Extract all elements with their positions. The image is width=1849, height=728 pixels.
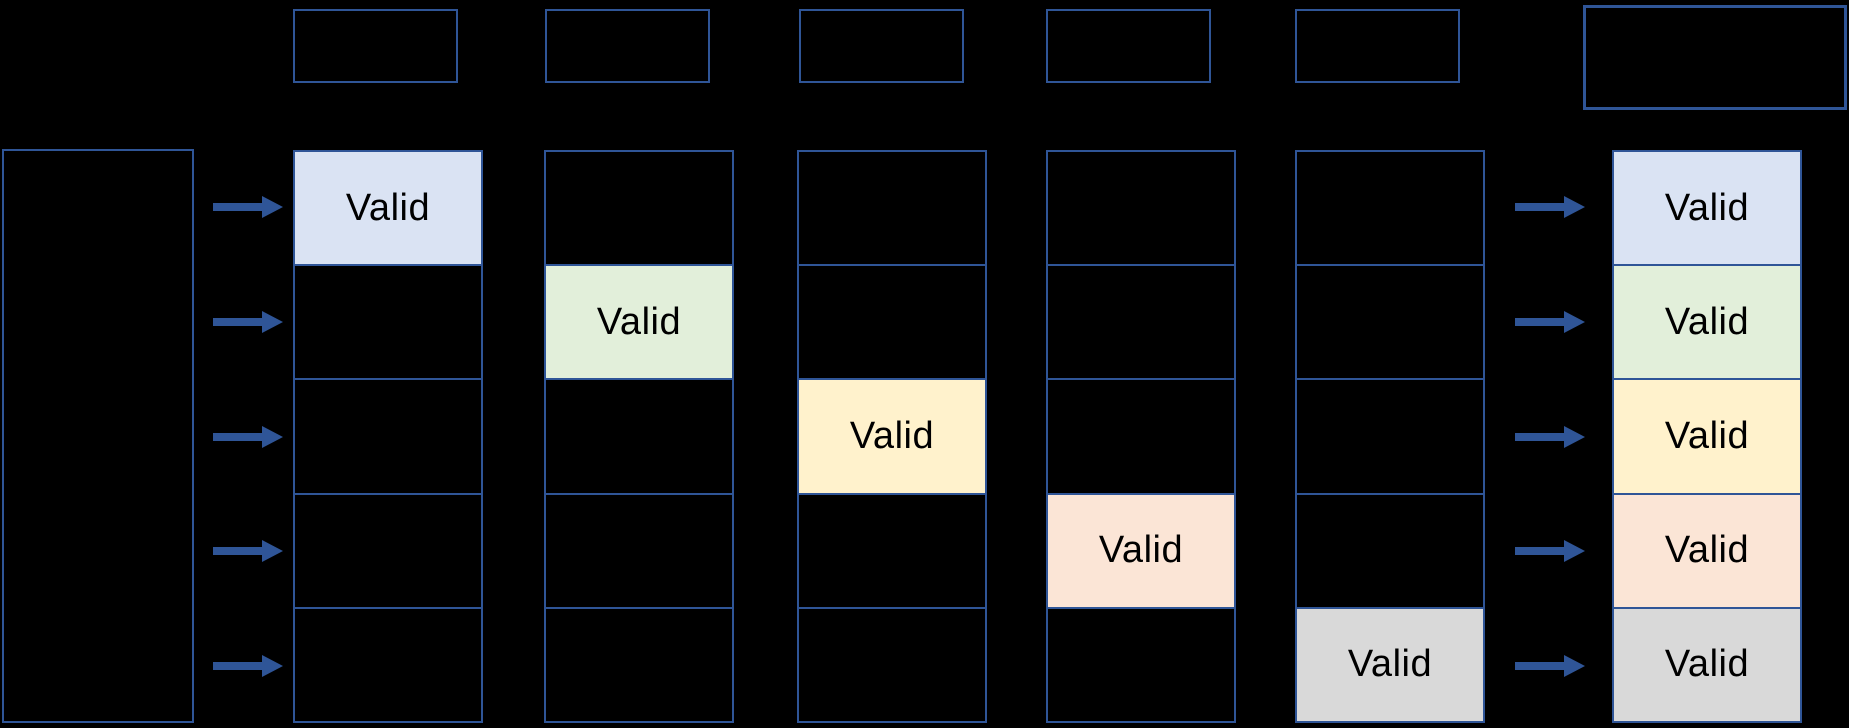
stage-column-4: Valid: [1046, 150, 1236, 723]
stage-1-row-5-cell: [295, 609, 481, 721]
top-label-box-5: [1295, 9, 1460, 83]
result-row-4-cell: Valid: [1614, 494, 1800, 609]
result-row-3-cell: Valid: [1614, 380, 1800, 495]
stage-1-row-2-cell: [295, 266, 481, 381]
valid-label: Valid: [1664, 643, 1750, 686]
valid-label: Valid: [1664, 186, 1750, 229]
stage-1-row-4-cell: [295, 495, 481, 609]
result-row-2-cell: Valid: [1614, 266, 1800, 381]
arrow-right-icon: [1514, 653, 1586, 679]
arrow-right-icon: [1514, 424, 1586, 450]
top-label-box-1: [293, 9, 458, 83]
stage-4-row-1-cell: [1048, 152, 1234, 267]
stage-3-row-1-cell: [799, 152, 985, 267]
arrow-right-icon: [212, 194, 284, 220]
valid-label: Valid: [1664, 415, 1750, 457]
valid-label: Valid: [345, 186, 431, 229]
arrow-right-icon: [1514, 309, 1586, 335]
stage-3-row-5-cell: [799, 609, 985, 721]
valid-label: Valid: [1664, 300, 1750, 343]
arrow-right-icon: [212, 653, 284, 679]
stage-2-row-1-cell: [546, 152, 732, 267]
arrow-right-icon: [212, 538, 284, 564]
stage-5-row-5-cell: Valid: [1297, 608, 1483, 722]
stage-4-row-5-cell: [1048, 609, 1234, 721]
source-box: [2, 149, 194, 723]
stage-3-row-2-cell: [799, 266, 985, 381]
top-label-box-4: [1046, 9, 1211, 83]
stage-5-row-2-cell: [1297, 266, 1483, 381]
result-row-5-cell: Valid: [1614, 608, 1800, 722]
valid-label: Valid: [849, 415, 935, 457]
valid-label: Valid: [1347, 643, 1433, 686]
stage-1-row-1-cell: Valid: [295, 152, 481, 267]
stage-2-row-3-cell: [546, 380, 732, 495]
arrow-right-icon: [212, 424, 284, 450]
stage-2-row-4-cell: [546, 495, 732, 609]
stage-5-row-4-cell: [1297, 495, 1483, 609]
stage-2-row-5-cell: [546, 609, 732, 721]
stage-4-row-3-cell: [1048, 380, 1234, 495]
valid-label: Valid: [1664, 529, 1750, 572]
top-label-box-2: [545, 9, 710, 83]
stage-4-row-4-cell: Valid: [1048, 494, 1234, 609]
stage-5-row-3-cell: [1297, 380, 1483, 495]
arrow-right-icon: [1514, 538, 1586, 564]
stage-column-2: Valid: [544, 150, 734, 723]
stage-2-row-2-cell: Valid: [546, 266, 732, 381]
arrow-right-icon: [212, 309, 284, 335]
valid-label: Valid: [596, 300, 682, 343]
stage-3-row-3-cell: Valid: [799, 380, 985, 495]
top-label-box-large: [1583, 5, 1847, 110]
stage-5-row-1-cell: [1297, 152, 1483, 267]
result-row-1-cell: Valid: [1614, 152, 1800, 267]
arrow-right-icon: [1514, 194, 1586, 220]
stage-4-row-2-cell: [1048, 266, 1234, 381]
stage-column-3: Valid: [797, 150, 987, 723]
stage-column-5: Valid: [1295, 150, 1485, 723]
stage-3-row-4-cell: [799, 495, 985, 609]
valid-label: Valid: [1098, 529, 1184, 572]
top-label-box-3: [799, 9, 964, 83]
stage-1-row-3-cell: [295, 380, 481, 495]
stage-column-1: Valid: [293, 150, 483, 723]
